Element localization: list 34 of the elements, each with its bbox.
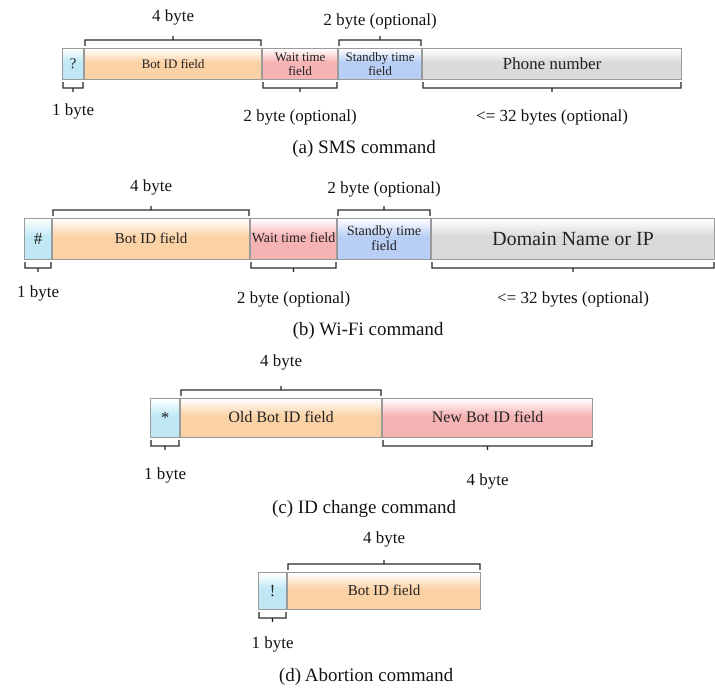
size-label: 1 byte (52, 100, 94, 120)
field-box: * (150, 398, 180, 438)
field-box: Bot ID field (52, 218, 250, 260)
size-label: 1 byte (251, 633, 294, 653)
field-box: Bot ID field (287, 572, 481, 610)
field-box: Wait time field (250, 218, 337, 260)
size-label: 4 byte (362, 528, 406, 548)
field-box: ? (62, 48, 84, 80)
size-label: 4 byte (466, 470, 509, 490)
size-label: 1 byte (16, 282, 60, 302)
field-box: ! (258, 572, 287, 610)
size-label: 2 byte (optional) (243, 106, 357, 126)
size-label: 4 byte (130, 176, 172, 196)
caption: (b) Wi-Fi command (292, 319, 444, 341)
field-box: Standby time field (338, 48, 422, 80)
size-label: 2 byte (optional) (323, 10, 437, 30)
caption: (d) Abortion command (278, 665, 454, 687)
size-label: 2 byte (optional) (327, 178, 441, 198)
field-box: New Bot ID field (382, 398, 593, 438)
size-label: <= 32 bytes (optional) (476, 106, 628, 126)
field-box: Wait time field (262, 48, 338, 80)
field-box: Phone number (422, 48, 682, 80)
size-label: 4 byte (152, 6, 194, 26)
field-box: Old Bot ID field (180, 398, 382, 438)
field-box: # (24, 218, 52, 260)
field-box: Standby time field (337, 218, 431, 260)
size-label: 4 byte (260, 351, 302, 371)
size-label: <= 32 bytes (optional) (497, 288, 649, 308)
caption: (c) ID change command (272, 497, 456, 519)
size-label: 2 byte (optional) (236, 288, 350, 308)
caption: (a) SMS command (292, 137, 436, 159)
field-box: Bot ID field (84, 48, 262, 80)
size-label: 1 byte (144, 464, 186, 484)
field-box: Domain Name or IP (431, 218, 715, 260)
